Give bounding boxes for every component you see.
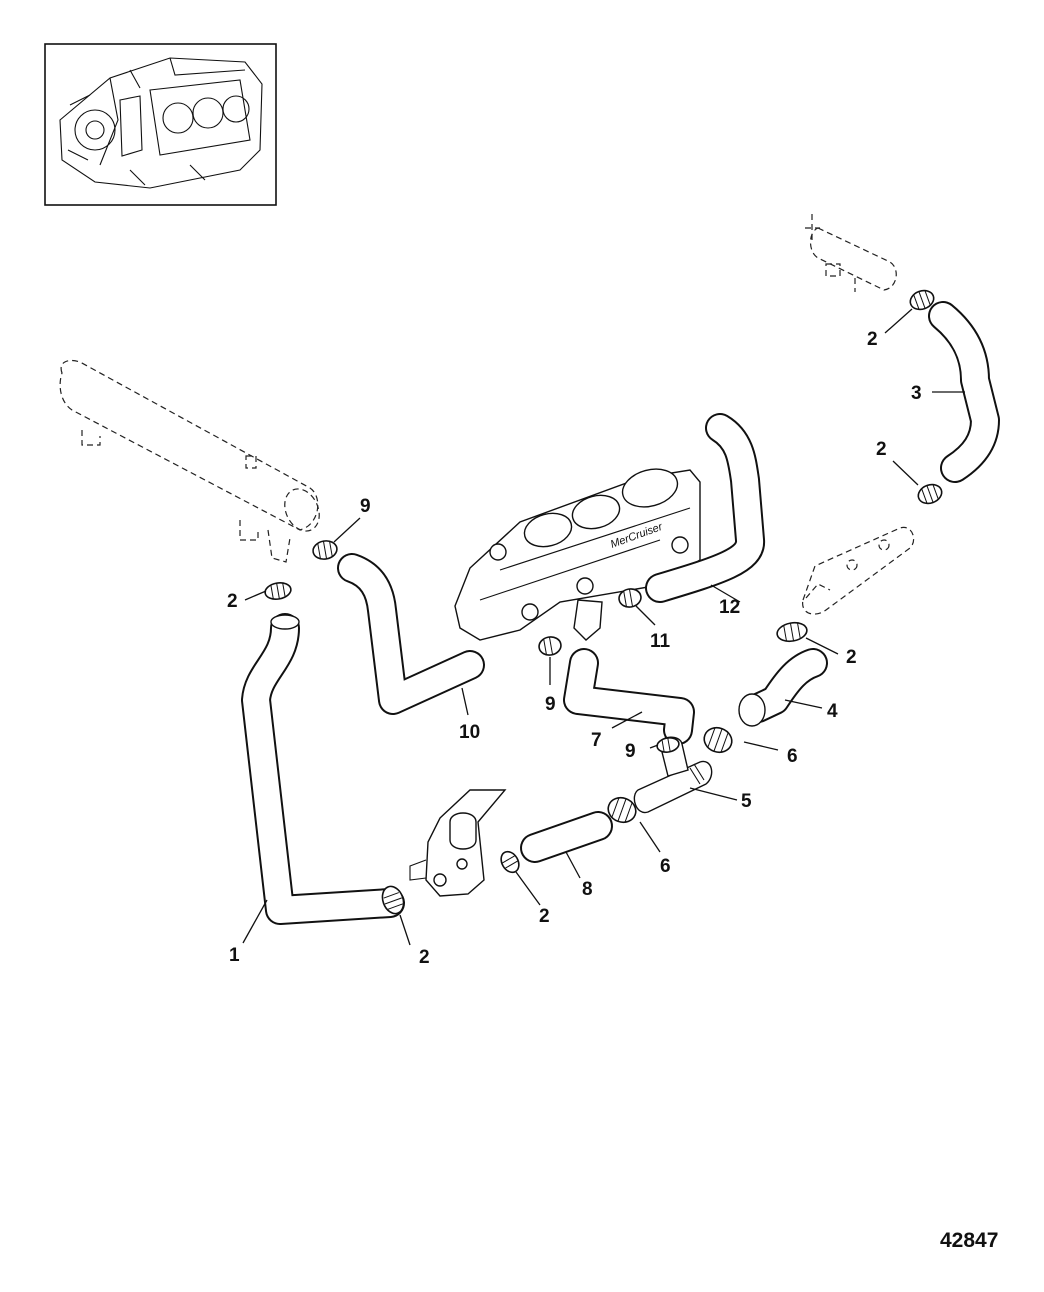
clamp [312,540,338,560]
clamp [703,726,733,754]
cooler-component-top-outline [805,214,897,292]
callout-11: 11 [650,631,671,652]
thermostat-housing [409,789,507,897]
callout-2: 2 [876,439,887,460]
callout-6: 6 [787,746,798,767]
engine-block-icon [59,57,263,189]
clamp [656,737,680,753]
callout-8: 8 [582,879,593,900]
figure-number: 42847 [940,1229,998,1252]
callout-7: 7 [591,730,602,751]
callout-5: 5 [741,791,752,812]
heat-exchanger-outline [59,359,320,563]
callout-9: 9 [625,741,636,762]
callout-6: 6 [660,856,671,877]
clamp [500,850,520,874]
clamp [618,588,642,608]
hose-3 [928,301,1000,483]
exhaust-manifold: MerCruiser [454,468,701,641]
hose-4 [738,648,828,727]
clamp [909,289,935,311]
hose-clamps [264,289,943,915]
clamp [381,885,405,915]
hose-12 [645,413,765,603]
hose-1 [241,613,405,925]
clamp [607,796,637,824]
callout-3: 3 [911,383,922,404]
callout-9: 9 [360,496,371,517]
cooler-component-right-outline [802,526,915,615]
clamp [776,621,808,643]
callout-2: 2 [419,947,430,968]
callout-labels: 1 2 2 2 2 2 2 3 4 5 6 6 7 8 9 9 9 10 11 … [227,329,922,968]
leader-lines [242,308,965,946]
clamp [917,483,943,505]
callout-2: 2 [227,591,238,612]
callout-10: 10 [459,722,480,743]
hose-8 [520,811,613,863]
clamp [264,582,292,600]
callout-2: 2 [846,647,857,668]
callout-2: 2 [539,906,550,927]
callout-1: 1 [229,945,240,966]
callout-2: 2 [867,329,878,350]
callout-4: 4 [827,701,838,722]
callout-9: 9 [545,694,556,715]
callout-12: 12 [719,597,740,618]
clamp [538,636,562,656]
hose-10 [337,553,485,715]
engine-locator-inset [44,43,277,206]
hose-7 [563,648,695,745]
